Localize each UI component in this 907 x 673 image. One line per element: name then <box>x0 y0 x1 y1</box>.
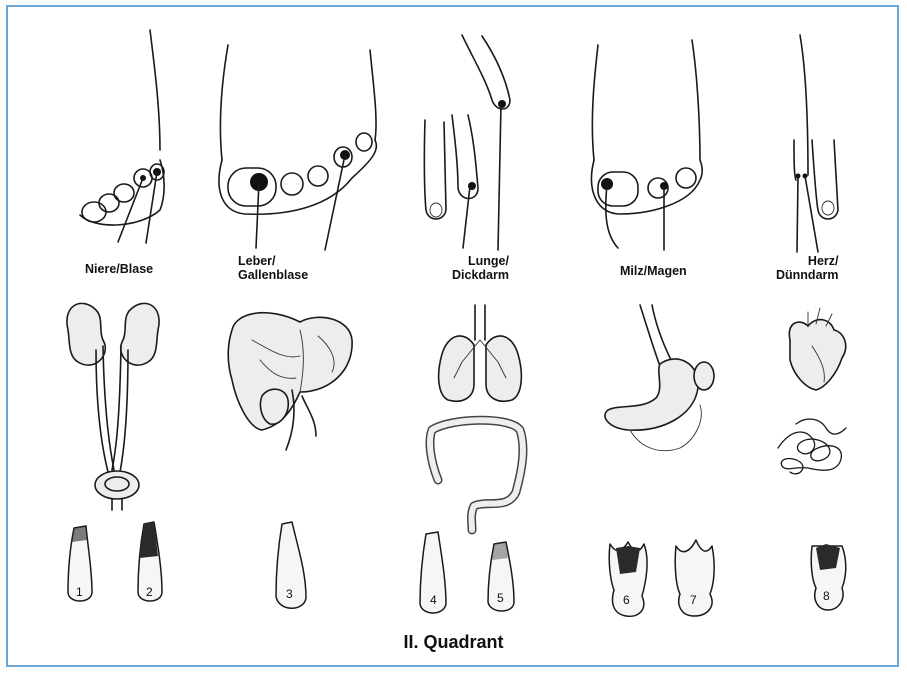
foot-illustration-kidney <box>80 30 164 243</box>
meridian-label-liver-gallbladder: Leber/ Gallenblase <box>238 254 308 282</box>
liver-gallbladder-illustration <box>228 313 352 450</box>
tooth-number-3: 3 <box>286 587 293 601</box>
meridian-label-kidney-bladder: Niere/Blase <box>85 262 153 276</box>
hand-illustration-lung <box>424 35 510 250</box>
hand-illustration-heart <box>794 35 838 252</box>
heart-illustration <box>789 308 845 390</box>
foot-illustration-liver <box>219 45 376 250</box>
acupoint-dot <box>498 100 506 108</box>
meridian-label-lung-large-intestine: Lunge/ Dickdarm <box>452 254 509 282</box>
lungs-illustration <box>439 305 522 401</box>
tooth-number-1: 1 <box>76 585 83 599</box>
quadrant-title: II. Quadrant <box>0 632 907 653</box>
small-intestine-illustration <box>778 419 846 474</box>
meridian-label-heart-small-intestine: Herz/ Dünndarm <box>776 254 839 282</box>
tooth-number-4: 4 <box>430 593 437 607</box>
meridian-label-spleen-stomach: Milz/Magen <box>620 264 687 278</box>
tooth-number-5: 5 <box>497 591 504 605</box>
spleen-stomach-illustration <box>605 305 714 451</box>
tooth-number-2: 2 <box>146 585 153 599</box>
tooth-number-6: 6 <box>623 593 630 607</box>
tooth-number-8: 8 <box>823 589 830 603</box>
tooth-number-7: 7 <box>690 593 697 607</box>
large-intestine-illustration <box>430 420 523 530</box>
foot-illustration-spleen <box>592 40 703 250</box>
kidney-bladder-illustration <box>67 303 159 510</box>
